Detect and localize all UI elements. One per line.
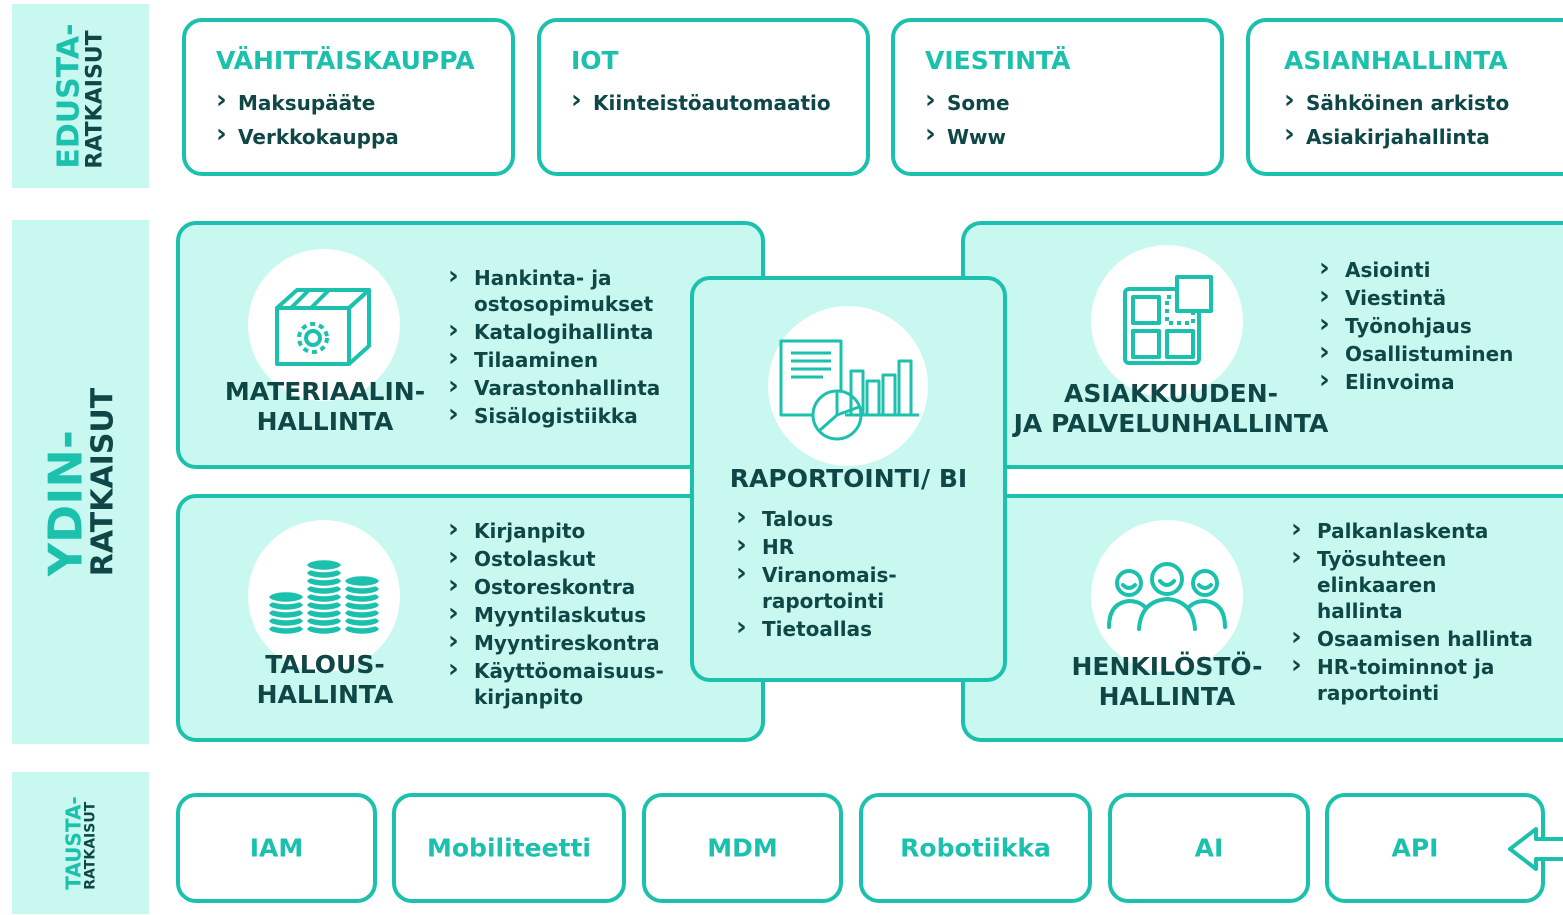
customer-title-line1: ASIAKKUUDEN- <box>1063 379 1279 408</box>
sidebar-ydin: YDIN- RATKAISUT <box>12 220 149 744</box>
list-item: Myyntilaskutus <box>446 600 664 628</box>
customer-title: ASIAKKUUDEN- JA PALVELUNHALLINTA <box>1011 379 1331 439</box>
bg-box-label: IAM <box>249 833 304 863</box>
customer-title-line2: JA PALVELUNHALLINTA <box>1013 409 1329 438</box>
finance-title-line2: HALLINTA <box>256 680 394 709</box>
list-item: Asiointi <box>1317 255 1513 283</box>
finance-icon-circle <box>248 520 400 672</box>
core-box-finance: TALOUS- HALLINTA Kirjanpito Ostolaskut O… <box>176 494 765 742</box>
front-box-case-management: ASIANHALLINTA Sähköinen arkisto Asiakirj… <box>1246 18 1563 176</box>
list-item: Ostoreskontra <box>446 572 664 600</box>
front-box-title: IOT <box>571 46 619 75</box>
core-box-customer: ASIAKKUUDEN- JA PALVELUNHALLINTA Asioint… <box>961 221 1563 469</box>
sidebar-edusta: EDUSTA- RATKAISUT <box>12 4 149 188</box>
list-item: Katalogihallinta <box>446 317 660 345</box>
list-item: Viestintä <box>1317 283 1513 311</box>
finance-list: Kirjanpito Ostolaskut Ostoreskontra Myyn… <box>446 516 664 712</box>
core-box-hr: HENKILÖSTÖ- HALLINTA Palkanlaskenta Työs… <box>961 494 1563 742</box>
coin-stacks-icon <box>266 557 382 637</box>
list-item: Verkkokauppa <box>216 117 399 154</box>
front-box-title: VÄHITTÄISKAUPPA <box>216 46 475 75</box>
list-item: Osallistuminen <box>1317 339 1513 367</box>
list-item: Tilaaminen <box>446 345 660 373</box>
box-gear-icon <box>275 288 371 366</box>
bg-box-iam: IAM <box>176 793 377 903</box>
sidebar-tausta: TAUSTA- RATKAISUT <box>12 772 149 914</box>
bg-box-label: API <box>1391 833 1439 863</box>
list-item: Kiinteistöautomaatio <box>571 83 831 120</box>
materials-list: Hankinta- ja ostosopimukset Katalogihall… <box>446 263 660 431</box>
people-group-icon <box>1107 562 1227 631</box>
front-box-title: VIESTINTÄ <box>925 46 1071 75</box>
front-box-iot: IOT Kiinteistöautomaatio <box>537 18 870 176</box>
list-item: Käyttöomaisuus- kirjanpito <box>446 656 664 710</box>
hr-title-line2: HALLINTA <box>1098 682 1236 711</box>
materials-title: MATERIAALIN- HALLINTA <box>220 377 430 437</box>
sidebar-tausta-big: TAUSTA- <box>61 796 86 890</box>
sidebar-edusta-small: RATKAISUT <box>82 30 108 169</box>
reporting-title: RAPORTOINTI/ BI <box>729 464 968 493</box>
list-item: Työsuhteen elinkaaren hallinta <box>1289 544 1563 624</box>
list-item: Elinvoima <box>1317 367 1513 395</box>
hr-title-line1: HENKILÖSTÖ- <box>1071 652 1263 681</box>
front-box-communication: VIESTINTÄ Some Www <box>891 18 1224 176</box>
list-item: HR-toiminnot ja raportointi <box>1289 652 1563 706</box>
bg-box-label: Mobiliteetti <box>427 833 591 863</box>
list-item: Varastonhallinta <box>446 373 660 401</box>
bg-box-mobility: Mobiliteetti <box>392 793 626 903</box>
list-item: Tietoallas <box>734 614 897 642</box>
materials-icon-circle <box>248 249 400 401</box>
bg-box-label: Robotiikka <box>900 833 1051 863</box>
list-item: Hankinta- ja ostosopimukset <box>446 263 660 317</box>
customer-icon-circle <box>1091 245 1243 397</box>
list-item: Työnohjaus <box>1317 311 1513 339</box>
bg-box-label: MDM <box>707 833 778 863</box>
hr-icon-circle <box>1091 520 1243 672</box>
list-item: Asiakirjahallinta <box>1284 117 1509 154</box>
list-item: HR <box>734 532 897 560</box>
front-box-title: ASIANHALLINTA <box>1284 46 1508 75</box>
front-box-retail: VÄHITTÄISKAUPPA Maksupääte Verkkokauppa <box>182 18 515 176</box>
hr-list: Palkanlaskenta Työsuhteen elinkaaren hal… <box>1289 516 1563 708</box>
reporting-list: Talous HR Viranomais- raportointi Tietoa… <box>734 504 897 644</box>
bg-box-label: AI <box>1194 833 1224 863</box>
materials-title-line2: HALLINTA <box>256 407 394 436</box>
hr-title: HENKILÖSTÖ- HALLINTA <box>1057 652 1277 712</box>
sidebar-tausta-small: RATKAISUT <box>82 801 99 890</box>
core-box-reporting: RAPORTOINTI/ BI Talous HR Viranomais- ra… <box>690 276 1007 682</box>
materials-title-line1: MATERIAALIN- <box>224 377 426 406</box>
list-item: Talous <box>734 504 897 532</box>
sidebar-edusta-big: EDUSTA- <box>51 23 87 169</box>
finance-title: TALOUS- HALLINTA <box>220 650 430 710</box>
customer-list: Asiointi Viestintä Työnohjaus Osallistum… <box>1317 255 1513 397</box>
list-item: Some <box>925 83 1010 120</box>
list-item: Ostolaskut <box>446 544 664 572</box>
list-item: Sisälogistiikka <box>446 401 660 429</box>
list-item: Palkanlaskenta <box>1289 516 1563 544</box>
reporting-icon-circle <box>768 306 928 466</box>
list-item: Www <box>925 117 1010 154</box>
list-item: Viranomais- raportointi <box>734 560 897 614</box>
arrow-left-icon <box>1508 827 1563 871</box>
list-item: Kirjanpito <box>446 516 664 544</box>
report-charts-icon <box>779 339 919 441</box>
list-item: Sähköinen arkisto <box>1284 83 1509 120</box>
bg-box-robotics: Robotiikka <box>859 793 1092 903</box>
finance-title-line1: TALOUS- <box>265 650 385 679</box>
list-item: Myyntireskontra <box>446 628 664 656</box>
list-item: Maksupääte <box>216 83 399 120</box>
grid-squares-icon <box>1123 275 1213 365</box>
core-box-materials: MATERIAALIN- HALLINTA Hankinta- ja ostos… <box>176 221 765 469</box>
bg-box-ai: AI <box>1108 793 1310 903</box>
sidebar-ydin-small: RATKAISUT <box>85 387 121 577</box>
list-item: Osaamisen hallinta <box>1289 624 1563 652</box>
bg-box-mdm: MDM <box>642 793 843 903</box>
sidebar-ydin-big: YDIN- <box>38 430 93 577</box>
